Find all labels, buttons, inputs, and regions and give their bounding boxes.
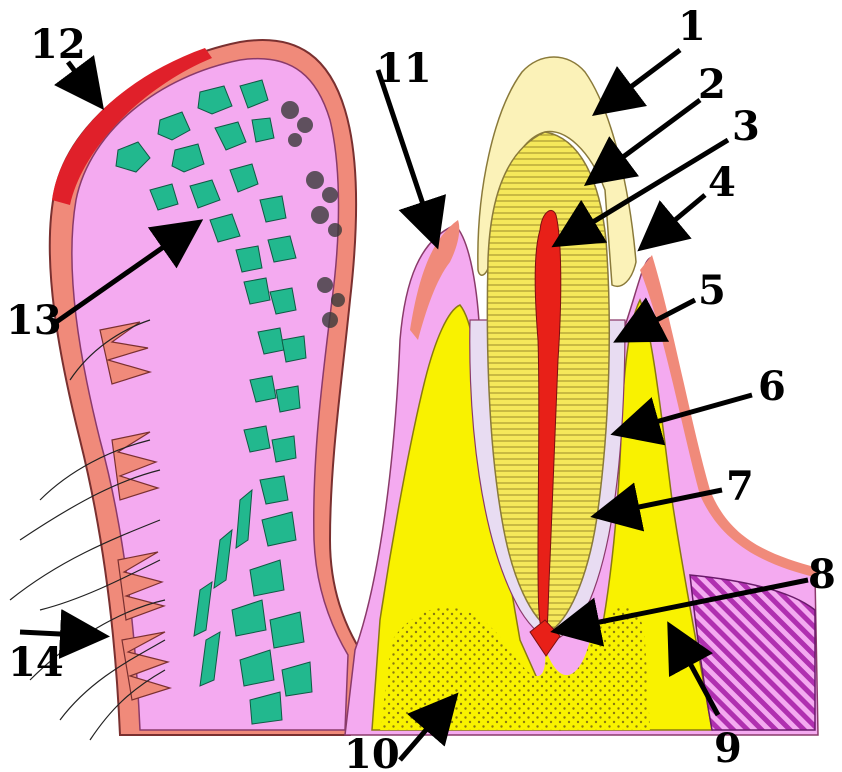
label-5: 5	[698, 267, 726, 314]
arrow-11	[378, 70, 435, 240]
label-1: 1	[678, 3, 706, 50]
label-9: 9	[714, 725, 742, 772]
arrow-4	[645, 195, 705, 245]
label-13: 13	[6, 297, 62, 344]
label-11: 11	[376, 45, 432, 92]
arrow-12	[68, 62, 98, 102]
label-3: 3	[732, 103, 760, 150]
arrow-14	[20, 632, 100, 636]
arrow-1	[600, 50, 680, 110]
label-6: 6	[758, 363, 786, 410]
label-14: 14	[8, 639, 64, 686]
label-10: 10	[344, 731, 400, 772]
label-8: 8	[808, 551, 836, 598]
label-4: 4	[708, 159, 736, 206]
label-2: 2	[698, 61, 726, 108]
label-7: 7	[726, 463, 754, 510]
label-12: 12	[30, 21, 86, 68]
